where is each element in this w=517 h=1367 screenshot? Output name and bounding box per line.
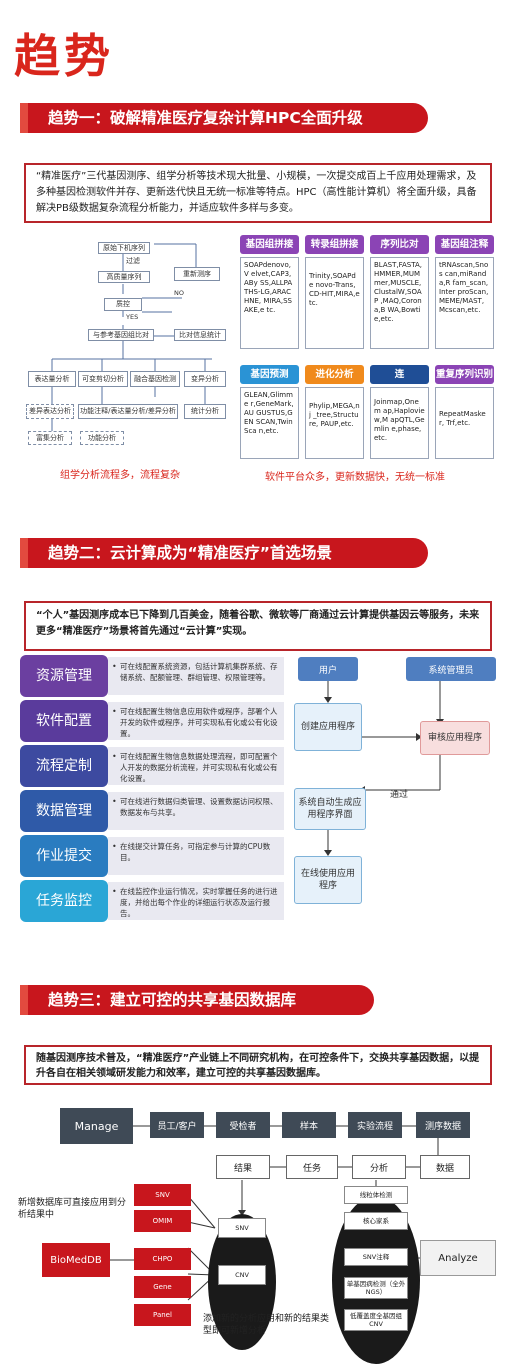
manage-box: Manage bbox=[60, 1108, 133, 1144]
flow-alt-splicing: 可变剪切分析 bbox=[78, 371, 128, 387]
category-label: 进化分析 bbox=[305, 365, 364, 384]
feature-data-management: 数据管理 bbox=[20, 790, 108, 832]
flow-raw-reads: 原始下机序列 bbox=[98, 242, 150, 254]
category-content: Joinmap,Onem ap,Haploview,M apQTL,Gemlin… bbox=[370, 387, 429, 459]
flow-pass-label: 通过 bbox=[390, 790, 409, 800]
db-snv: SNV bbox=[134, 1184, 191, 1206]
feature-resource-management: 资源管理 bbox=[20, 655, 108, 697]
analyze-box: Analyze bbox=[420, 1240, 496, 1276]
category-label: 基因组注释 bbox=[435, 235, 494, 254]
category-label: 重复序列识别 bbox=[435, 365, 494, 384]
category-content: Trinity,SOAPde novo-Trans,CD-HIT,MIRA,et… bbox=[305, 257, 364, 349]
flow-diff-expression: 差异表达分析 bbox=[26, 404, 74, 419]
flow-user: 用户 bbox=[298, 657, 358, 681]
software-platforms-grid: 基因组拼接 转录组拼接 序列比对 基因组注释 SOAPdenovo,V elve… bbox=[238, 229, 500, 464]
row-result: 结果 bbox=[216, 1155, 270, 1179]
db-omim: OMIM bbox=[134, 1210, 191, 1232]
feature-pipeline-custom: 流程定制 bbox=[20, 745, 108, 787]
flow-annotation: 功能注释/表达量分析/差异分析 bbox=[78, 404, 178, 419]
biomeddb-box: BioMedDB bbox=[42, 1243, 110, 1277]
flow-admin: 系统管理员 bbox=[406, 657, 496, 681]
omics-workflow-diagram: 原始下机序列 过滤 高质量序列 重新测序 质控 YES NO 与参考基因组比对 … bbox=[22, 229, 232, 462]
row-sample: 样本 bbox=[282, 1112, 336, 1138]
flow-no-label: NO bbox=[174, 289, 184, 297]
db-panel: Panel bbox=[134, 1304, 191, 1326]
analysis-trio: 核心家系 bbox=[344, 1212, 408, 1230]
db-chpo: CHPO bbox=[134, 1248, 191, 1270]
flow-review-app: 审核应用程序 bbox=[420, 721, 490, 755]
feature-software-config: 软件配置 bbox=[20, 700, 108, 742]
flow-use-online: 在线使用应用程序 bbox=[294, 856, 362, 904]
category-content: tRNAscan,Snos can,miRanda,R fam_scan,Int… bbox=[435, 257, 494, 349]
feature-desc: 可在线配置系统资源，包括计算机集群系统、存储系统、配额管理、群组管理、权限管理等… bbox=[108, 657, 284, 695]
flow-resequence: 重新测序 bbox=[174, 267, 220, 281]
workflow-connectors bbox=[51, 243, 212, 431]
analysis-lowcov-cnv: 低覆盖度全基因组CNV bbox=[344, 1309, 408, 1331]
row-experiment: 实验流程 bbox=[348, 1112, 402, 1138]
flow-auto-generate: 系统自动生成应用程序界面 bbox=[294, 788, 366, 830]
flow-create-app: 创建应用程序 bbox=[294, 703, 362, 751]
category-content: RepeatMasker, Trf,etc. bbox=[435, 387, 494, 459]
flow-qc: 质控 bbox=[104, 298, 142, 311]
flow-statistics: 统计分析 bbox=[184, 404, 226, 419]
flow-align-reference: 与参考基因组比对 bbox=[88, 329, 154, 341]
flow-align-stats: 比对信息统计 bbox=[174, 329, 226, 341]
row-employee-client: 员工/客户 bbox=[150, 1112, 204, 1138]
trend2-banner: 趋势二：云计算成为“精准医疗”首选场景 bbox=[20, 538, 428, 568]
feature-desc: 在线监控作业运行情况，实时掌握任务的进行进度，并给出每个作业的详细运行状态及运行… bbox=[108, 882, 284, 920]
category-label: 序列比对 bbox=[370, 235, 429, 254]
trend3-intro: 随基因测序技术普及，“精准医疗”产业链上不同研究机构，在可控条件下，交换共享基因… bbox=[24, 1045, 492, 1085]
trend1-banner: 趋势一：破解精准医疗复杂计算HPC全面升级 bbox=[20, 103, 428, 133]
oval-snv: SNV bbox=[218, 1218, 266, 1238]
category-label: 基因预测 bbox=[240, 365, 299, 384]
trend1-intro: “精准医疗”三代基因测序、组学分析等技术现大批量、小规模，一次提交成百上千应用处… bbox=[24, 163, 492, 223]
flow-variant: 变异分析 bbox=[184, 371, 226, 387]
workflow-caption: 组学分析流程多，流程复杂 bbox=[60, 470, 180, 481]
feature-job-submit: 作业提交 bbox=[20, 835, 108, 877]
new-analysis-note: 添加新的分析应用和新的结果类型即可新增分析 bbox=[203, 1314, 330, 1336]
category-label: 连锁,LD,QTL bbox=[370, 365, 429, 399]
category-content: BLAST,FASTA, HMMER,MUM mer,MUSCLE, Clust… bbox=[370, 257, 429, 349]
flow-filter-label: 过滤 bbox=[126, 257, 140, 265]
feature-desc: 在线提交计算任务，可指定参与计算的CPU数目。 bbox=[108, 837, 284, 875]
category-label: 转录组拼接 bbox=[305, 235, 364, 254]
feature-desc: 可在线进行数据归类管理、设置数据访问权限、数据发布与共享。 bbox=[108, 792, 284, 830]
flow-hq-reads: 高质量序列 bbox=[98, 271, 150, 283]
feature-desc: 可在线配置生物信息数据处理流程，即可配置个人开发的数据分析流程，并可实现私有化或… bbox=[108, 747, 284, 785]
flow-function: 功能分析 bbox=[80, 431, 124, 445]
category-content: Phylip,MEGA,nj _tree,Structure, PAUP,etc… bbox=[305, 387, 364, 459]
category-label: 基因组拼接 bbox=[240, 235, 299, 254]
flow-yes-label: YES bbox=[126, 313, 139, 321]
flow-fusion-gene: 融合基因检测 bbox=[130, 371, 180, 387]
new-db-note: 新增数据库可直接应用到分析结果中 bbox=[18, 1198, 127, 1220]
db-gene: Gene bbox=[134, 1276, 191, 1298]
row-sequencing-data: 测序数据 bbox=[416, 1112, 470, 1138]
trend3-banner: 趋势三：建立可控的共享基因数据库 bbox=[20, 985, 374, 1015]
oval-cnv: CNV bbox=[218, 1265, 266, 1285]
analysis-mito: 线粒体检测 bbox=[344, 1186, 408, 1204]
category-content: GLEAN,Glimme r,GeneMark,AU GUSTUS,GEN SC… bbox=[240, 387, 299, 459]
feature-desc: 可在线配置生物信息应用软件或程序，部署个人开发的软件或程序，并可实现私有化或公有… bbox=[108, 702, 284, 740]
analysis-monogenic: 单基因病检测（全外NGS） bbox=[344, 1277, 408, 1299]
software-caption: 软件平台众多，更新数据快，无统一标准 bbox=[265, 472, 445, 483]
category-content: SOAPdenovo,V elvet,CAP3,ABy SS,ALLPATHS-… bbox=[240, 257, 299, 349]
row-task: 任务 bbox=[286, 1155, 338, 1179]
trend2-intro: “个人”基因测序成本已下降到几百美金，随着谷歌、微软等厂商通过云计算提供基因云等… bbox=[24, 601, 492, 651]
feature-task-monitor: 任务监控 bbox=[20, 880, 108, 922]
analysis-snv-annotation: SNV注释 bbox=[344, 1248, 408, 1266]
page-title: 趋势 bbox=[14, 29, 114, 83]
flow-expression: 表达量分析 bbox=[28, 371, 76, 387]
flow-enrichment: 富集分析 bbox=[28, 431, 72, 445]
row-data: 数据 bbox=[420, 1155, 470, 1179]
row-subject: 受检者 bbox=[216, 1112, 270, 1138]
row-analysis: 分析 bbox=[352, 1155, 406, 1179]
